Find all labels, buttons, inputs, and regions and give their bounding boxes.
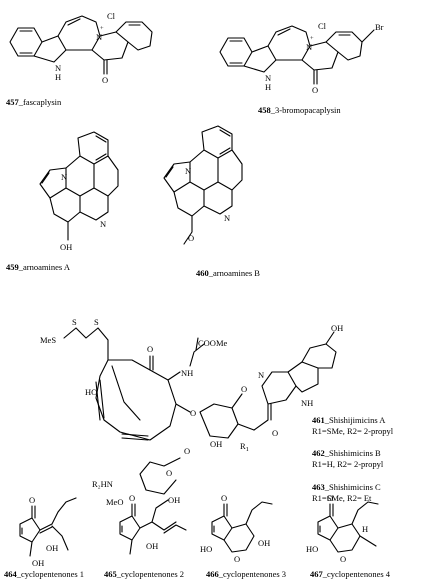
svg-text:467_cyclopentenones 4: 467_cyclopentenones 4: [310, 569, 391, 579]
atom-nh: NH: [181, 368, 193, 378]
atom-br: Br: [375, 22, 384, 32]
structure-464-cyclopentenone-1: O OH OH: [19, 495, 77, 568]
atom-oh: OH: [258, 538, 270, 548]
svg-text:466_cyclopentenones 3: 466_cyclopentenones 3: [206, 569, 286, 579]
atom-oh: OH: [60, 242, 72, 252]
caption-459: 459_arnoamines A: [6, 262, 71, 272]
atom-nh-h: H: [265, 82, 271, 92]
caption-457: 457_fascaplysin: [6, 97, 62, 107]
svg-text:R1=SMe, R2= Et: R1=SMe, R2= Et: [312, 493, 372, 503]
svg-text:461_Shishijimicins A: 461_Shishijimicins A: [312, 415, 386, 425]
svg-text:462_Shishimicins B: 462_Shishimicins B: [312, 448, 381, 458]
structure-466-cyclopentenone-3: O O HO OH: [200, 493, 273, 564]
svg-text:463_Shishimicins C: 463_Shishimicins C: [312, 482, 381, 492]
atom-charge: +: [100, 25, 104, 32]
structure-465-cyclopentenone-2: O OH OH: [119, 493, 187, 555]
atom-r1: R1: [240, 441, 249, 453]
structure-458-3-bromopacaplysin: Cl + N Br N H O: [219, 21, 384, 95]
atom-oh-2: OH: [168, 495, 180, 505]
structure-459-arnoamines-a: N N OH: [39, 131, 119, 252]
atom-o-ring: O: [241, 384, 247, 394]
atom-n: N: [185, 166, 191, 176]
atom-mes: MeS: [40, 335, 56, 345]
atom-n-carboline: N: [258, 370, 264, 380]
atom-coome: COOMe: [198, 338, 228, 348]
atom-nh-h: H: [55, 72, 61, 82]
atom-n: N: [306, 42, 312, 52]
svg-text:458_3-bromopacaplysin: 458_3-bromopacaplysin: [258, 105, 341, 115]
svg-text:R1=H, R2= 2-propyl: R1=H, R2= 2-propyl: [312, 459, 384, 469]
svg-text:R1=SMe, R2= 2-propyl: R1=SMe, R2= 2-propyl: [312, 426, 394, 436]
atom-o: O: [129, 493, 135, 503]
structure-461-shishijimicins: MeS S S O NH COOMe HO O O OH R1 O N OH N…: [40, 317, 343, 507]
structure-457-fascaplysin: Cl + N N H O: [9, 11, 153, 85]
caption-466: 466_cyclopentenones 3: [206, 569, 286, 579]
atom-o-link: O: [184, 446, 190, 456]
atom-oh-1: OH: [46, 543, 58, 553]
atom-s-2: S: [94, 317, 99, 327]
atom-o-ring: O: [234, 554, 240, 564]
structure-460-arnoamines-b: N N O: [163, 125, 243, 245]
atom-ho: HO: [306, 544, 318, 554]
atom-n: N: [61, 172, 67, 182]
atom-o: O: [102, 75, 108, 85]
caption-461: 461_Shishijimicins A R1=SMe, R2= 2-propy…: [312, 415, 394, 436]
atom-meo: MeO: [106, 497, 123, 507]
atom-cl: Cl: [318, 21, 327, 31]
atom-s-1: S: [72, 317, 77, 327]
svg-text:460_arnoamines B: 460_arnoamines B: [196, 268, 260, 278]
atom-h: H: [362, 524, 368, 534]
atom-n-pyridine: N: [224, 213, 230, 223]
svg-text:457_fascaplysin: 457_fascaplysin: [6, 97, 62, 107]
caption-462: 462_Shishimicins B R1=H, R2= 2-propyl: [312, 448, 384, 469]
caption-464: 464_cyclopentenones 1: [4, 569, 84, 579]
atom-r2hn: R₂HN: [92, 479, 113, 489]
atom-oh-sugar: OH: [210, 439, 222, 449]
svg-text:465_cyclopentenones 2: 465_cyclopentenones 2: [104, 569, 184, 579]
atom-oh-2: OH: [32, 558, 44, 568]
atom-o-ring: O: [340, 554, 346, 564]
atom-n-pyridine: N: [100, 219, 106, 229]
atom-o: O: [29, 495, 35, 505]
atom-o: O: [312, 85, 318, 95]
caption-467: 467_cyclopentenones 4: [310, 569, 391, 579]
atom-o-carbonyl: O: [147, 344, 153, 354]
atom-ho: HO: [200, 544, 212, 554]
atom-charge: +: [310, 35, 314, 42]
atom-cl: Cl: [107, 11, 116, 21]
svg-text:464_cyclopentenones 1: 464_cyclopentenones 1: [4, 569, 84, 579]
atom-nh-carboline: NH: [301, 398, 313, 408]
atom-oh-carboline: OH: [331, 323, 343, 333]
atom-o-sugar2: O: [166, 468, 172, 478]
atom-nh-n: N: [55, 63, 61, 73]
caption-458: 458_3-bromopacaplysin: [258, 105, 341, 115]
atom-o-ketone: O: [272, 428, 278, 438]
atom-oh-1: OH: [146, 541, 158, 551]
atom-o: O: [188, 233, 194, 243]
atom-o: O: [327, 493, 333, 503]
atom-o-glyco: O: [190, 408, 196, 418]
atom-nh-n: N: [265, 73, 271, 83]
caption-465: 465_cyclopentenones 2: [104, 569, 184, 579]
atom-n: N: [96, 32, 102, 42]
svg-text:459_arnoamines A: 459_arnoamines A: [6, 262, 71, 272]
atom-ho: HO: [85, 387, 97, 397]
caption-460: 460_arnoamines B: [196, 268, 260, 278]
atom-o: O: [221, 493, 227, 503]
caption-463: 463_Shishimicins C R1=SMe, R2= Et: [312, 482, 381, 503]
structure-467-cyclopentenone-4: O H O HO: [306, 493, 379, 564]
